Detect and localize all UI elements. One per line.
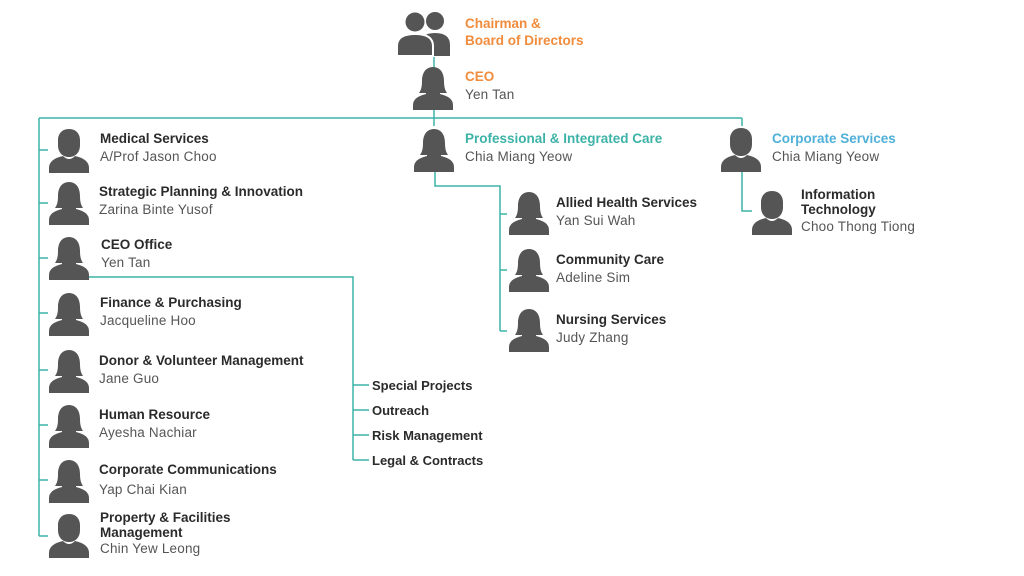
division-head: Chia Miang Yeow: [465, 149, 573, 164]
division-professional-care: Professional & Integrated Care Chia Mian…: [465, 131, 662, 165]
ceo-node: CEO Yen Tan: [465, 69, 514, 103]
unit-head: Judy Zhang: [556, 330, 629, 345]
male-person-icon: [752, 191, 792, 235]
unit-community-care: Community Care Adeline Sim: [556, 252, 664, 286]
female-person-icon: [49, 350, 89, 393]
female-person-icon: [414, 129, 454, 172]
division-head: Zarina Binte Yusof: [99, 202, 213, 217]
male-person-icon: [49, 129, 89, 173]
female-person-icon: [49, 182, 89, 225]
female-person-icon: [49, 460, 89, 503]
unit-special-projects: Special Projects: [372, 378, 473, 393]
division-title: Finance & Purchasing: [100, 295, 242, 310]
division-title-line2: Management: [100, 525, 183, 540]
unit-allied-health: Allied Health Services Yan Sui Wah: [556, 195, 697, 229]
division-title: Corporate Services: [772, 131, 896, 146]
unit-head: Adeline Sim: [556, 270, 631, 285]
division-title: Donor & Volunteer Management: [99, 353, 304, 368]
unit-risk-management: Risk Management: [372, 428, 483, 443]
ceo-icon: [413, 67, 453, 110]
chairman-node: Chairman & Board of Directors: [465, 16, 584, 48]
division-head: Yen Tan: [101, 255, 151, 270]
division-title: CEO Office: [101, 237, 173, 252]
division-human-resource: Human Resource Ayesha Nachiar: [99, 407, 210, 441]
division-head: Chia Miang Yeow: [772, 149, 880, 164]
division-head: Jane Guo: [99, 371, 160, 386]
division-ceo-office: CEO Office Yen Tan: [101, 237, 172, 271]
female-person-icon: [49, 405, 89, 448]
division-medical-services: Medical Services A/Prof Jason Choo: [100, 131, 217, 165]
division-title: Strategic Planning & Innovation: [99, 184, 304, 199]
male-person-icon: [49, 514, 89, 558]
division-finance: Finance & Purchasing Jacqueline Hoo: [100, 295, 242, 329]
female-person-icon: [509, 309, 549, 352]
unit-nursing-services: Nursing Services Judy Zhang: [556, 312, 666, 346]
ceo-title: CEO: [465, 69, 495, 84]
unit-title-line2: Technology: [801, 202, 876, 217]
female-person-icon: [49, 293, 89, 336]
division-head: Jacqueline Hoo: [100, 313, 196, 328]
female-person-icon: [509, 192, 549, 235]
unit-outreach: Outreach: [372, 403, 430, 418]
division-title: Corporate Communications: [99, 462, 277, 477]
division-title: Professional & Integrated Care: [465, 131, 663, 146]
division-corporate-communications: Corporate Communications Yap Chai Kian: [99, 462, 277, 498]
division-title: Medical Services: [100, 131, 209, 146]
unit-information-technology: Information Technology Choo Thong Tiong: [801, 187, 915, 235]
unit-head: Yan Sui Wah: [556, 213, 636, 228]
division-title-line1: Property & Facilities: [100, 510, 231, 525]
female-person-icon: [509, 249, 549, 292]
unit-title-line1: Information: [801, 187, 876, 202]
chairman-title-line1: Chairman &: [465, 16, 541, 31]
division-title: Human Resource: [99, 407, 211, 422]
division-property-facilities: Property & Facilities Management Chin Ye…: [100, 510, 231, 557]
female-person-icon: [49, 237, 89, 280]
division-corporate-services: Corporate Services Chia Miang Yeow: [772, 131, 896, 165]
ceo-name: Yen Tan: [465, 87, 515, 102]
unit-legal-contracts: Legal & Contracts: [372, 453, 484, 468]
unit-title: Allied Health Services: [556, 195, 698, 210]
division-donor-volunteer: Donor & Volunteer Management Jane Guo: [99, 353, 304, 387]
unit-title: Nursing Services: [556, 312, 667, 327]
division-strategic-planning: Strategic Planning & Innovation Zarina B…: [99, 184, 303, 218]
board-group-icon: [396, 12, 450, 57]
division-head: Ayesha Nachiar: [99, 425, 197, 440]
unit-title: Community Care: [556, 252, 665, 267]
unit-head: Choo Thong Tiong: [801, 219, 916, 234]
male-person-icon: [721, 128, 761, 172]
division-head: Yap Chai Kian: [99, 482, 187, 497]
chairman-title-line2: Board of Directors: [465, 33, 584, 48]
division-head: A/Prof Jason Choo: [100, 149, 217, 164]
division-head: Chin Yew Leong: [100, 541, 201, 556]
